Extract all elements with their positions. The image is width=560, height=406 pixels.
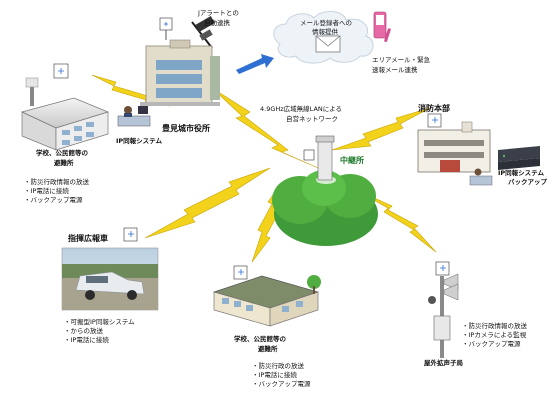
command-vehicle-bullet: IP電話に接続: [64, 336, 135, 345]
outdoor-speaker-bullets: 防災行政情報の放送 IPカメラによる監視 バックアップ電源: [462, 322, 528, 349]
area-mail-label-line2: 速報メール連携: [372, 66, 418, 74]
city-hall-building: [140, 39, 220, 106]
fire-hq-building: [417, 121, 491, 173]
shelter-left-bullet: バックアップ電源: [24, 196, 89, 205]
outdoor-speaker-bullet: バックアップ電源: [462, 340, 527, 349]
shelter-bottom-bullet: 防災行政の放送: [252, 362, 311, 371]
fire-hq-system-line2: バックアップ: [508, 178, 547, 186]
network-label-line1: 4.9GHz広域無線LANによる: [260, 105, 343, 113]
city-hall-antenna-icon: [159, 17, 173, 40]
shelter-bottom-title-line2: 避難所: [258, 345, 278, 353]
network-label-line2: 自営ネットワーク: [286, 115, 338, 123]
envelope-icon: [315, 35, 341, 53]
server-rack-icon: [498, 146, 540, 170]
link-relay-fire: [331, 107, 431, 151]
fire-hq-name: 消防本部: [418, 104, 450, 113]
vehicle-antenna-icon: [123, 227, 138, 242]
fire-hq-system-line1: IP同報システム: [498, 169, 544, 177]
shelter-left-title-line2: 避難所: [54, 159, 74, 167]
relay-tower-icon: [303, 135, 335, 181]
command-vehicle-bullets: 可搬型IP同報システム からの放送 IP電話に接続: [64, 318, 135, 344]
mail-label-line1: メール登録者への: [300, 19, 352, 27]
outdoor-speaker-title: 屋外拡声子局: [424, 359, 463, 367]
shelter-bottom-bullet: IP電話に接続: [252, 371, 311, 380]
outdoor-speaker-antenna-icon: [435, 261, 450, 276]
shelter-bottom-bullet: バックアップ電源: [252, 380, 311, 389]
shelter-bottom-building: [212, 275, 321, 327]
shelter-bottom-bullets: 防災行政の放送 IP電話に接続 バックアップ電源: [252, 362, 311, 388]
command-vehicle-title: 指揮広報車: [68, 234, 108, 243]
j-alert-label-line1: Jアラートとの: [198, 9, 239, 17]
outdoor-speaker-bullet: IPカメラによる監視: [462, 331, 527, 340]
relay-hill: [272, 170, 378, 246]
outdoor-speaker-pole: [428, 273, 459, 358]
link-cityhall-relay: [211, 87, 319, 169]
link-vehicle-relay: [144, 167, 271, 239]
shelter-left-title-line1: 学校、公民館等の: [36, 149, 88, 157]
command-vehicle-photo: [61, 247, 159, 311]
area-mail-label-line1: エリアメール・緊急: [372, 56, 431, 64]
city-hall-name: 豊見城市役所: [162, 124, 210, 133]
shelter-left-antenna-icon: [53, 63, 69, 79]
cityhall-to-cloud-arrow-icon: [236, 54, 274, 74]
shelter-bottom-title-line1: 学校、公民館等の: [234, 335, 286, 343]
shelter-bottom-antenna-icon: [233, 265, 248, 280]
fire-hq-operator-icon: [469, 168, 493, 186]
city-hall-system-label: IP同報システム: [116, 137, 162, 145]
outdoor-speaker-bullet: 防災行政情報の放送: [462, 322, 528, 331]
command-vehicle-bullet: からの放送: [64, 327, 135, 336]
shelter-left-building: [20, 77, 110, 151]
operator-console-icon: [117, 106, 151, 127]
j-alert-label-line2: 自動連携: [204, 19, 230, 27]
mobile-phone-icon: [373, 11, 391, 43]
shelter-left-bullet: 防災行政情報の放送: [24, 178, 90, 187]
shelter-left-bullets: 防災行政情報の放送 IP電話に接続 バックアップ電源: [24, 178, 90, 205]
fire-hq-antenna-icon: [427, 113, 442, 128]
relay-name: 中継所: [340, 156, 364, 165]
shelter-left-bullet: IP電話に接続: [24, 187, 89, 196]
mail-label-line2: 情報提供: [312, 28, 338, 36]
command-vehicle-bullet: 可搬型IP同報システム: [64, 318, 135, 327]
